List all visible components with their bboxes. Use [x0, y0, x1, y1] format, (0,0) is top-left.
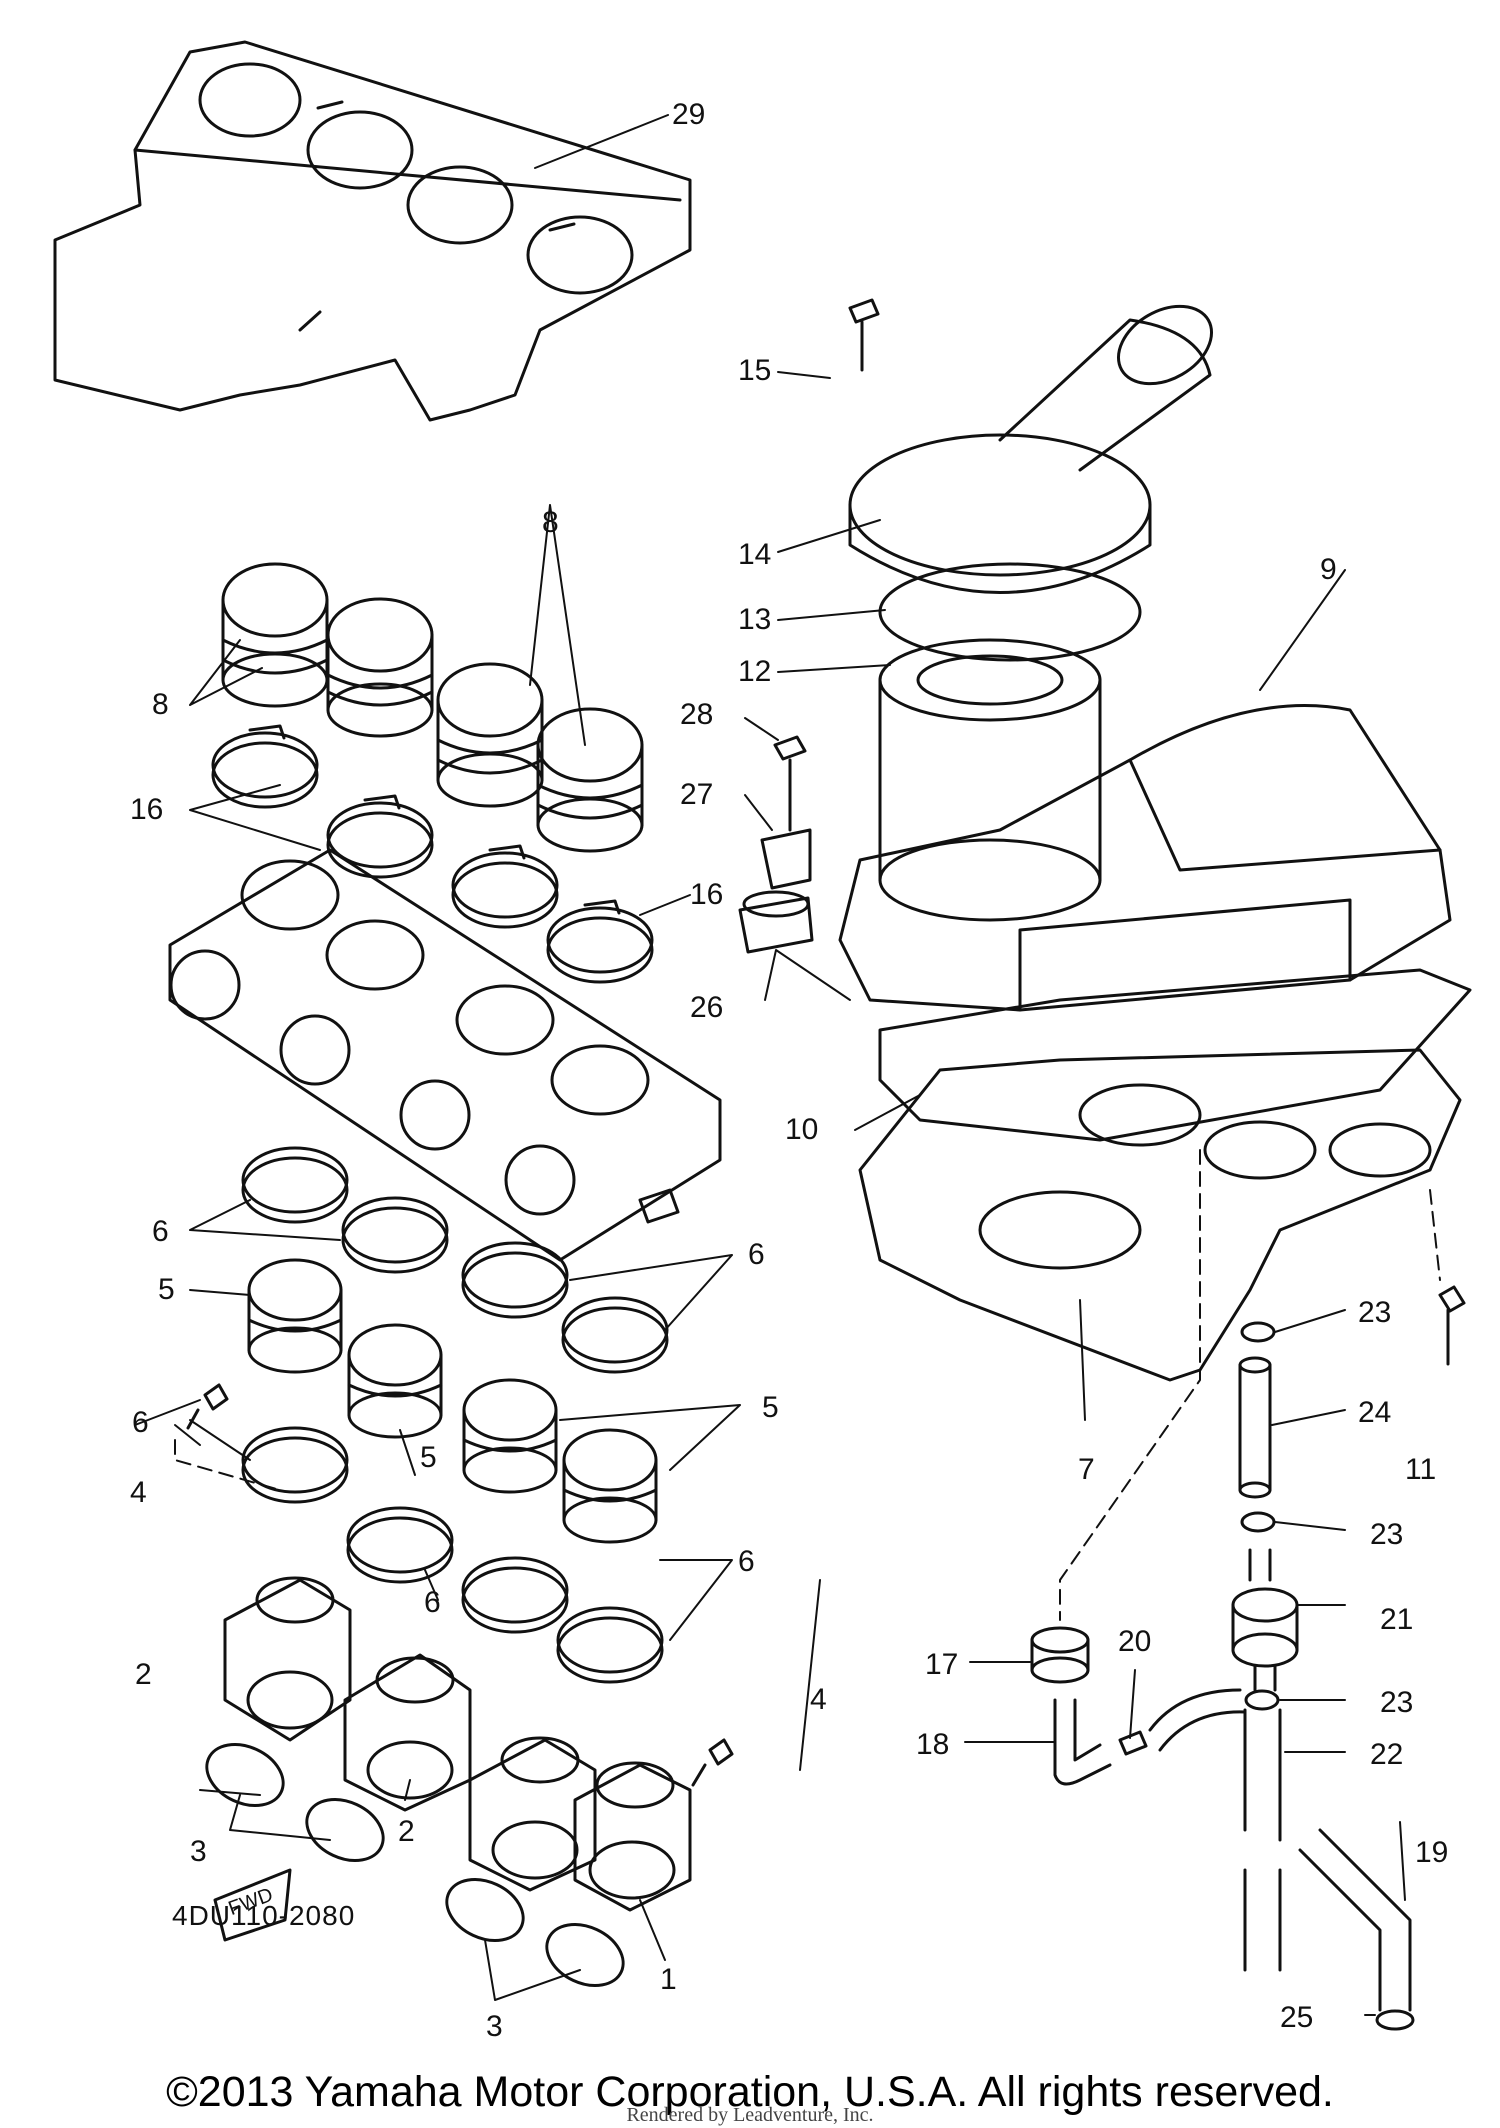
label-5-b: 5 — [762, 1391, 779, 1424]
copyright-notice: ©2013 Yamaha Motor Corporation, U.S.A. A… — [166, 2068, 1334, 2116]
gasket-10 — [878, 968, 1472, 1142]
hose-lower — [1243, 1868, 1282, 1972]
label-24: 24 — [1358, 1396, 1392, 1429]
label-23-b: 23 — [1370, 1518, 1404, 1551]
label-23-a: 23 — [1358, 1296, 1392, 1329]
label-26: 26 — [690, 991, 724, 1024]
hose-19 — [1298, 1828, 1412, 2012]
clip-23c — [1244, 1689, 1280, 1711]
joints-5 — [247, 1258, 658, 1544]
label-29: 29 — [672, 98, 706, 131]
label-16-left: 16 — [130, 793, 164, 826]
gaskets-3 — [205, 1743, 625, 1987]
label-4-a: 4 — [130, 1476, 147, 1509]
screw-11 — [1438, 1285, 1466, 1366]
label-6-d: 6 — [424, 1586, 441, 1619]
carburetor-assembly — [168, 848, 722, 1262]
hose-elbow — [1148, 1688, 1247, 1752]
label-17: 17 — [925, 1648, 959, 1681]
label-6-e: 6 — [738, 1545, 755, 1578]
label-23-c: 23 — [1380, 1686, 1414, 1719]
filter-element-12 — [878, 638, 1102, 922]
label-21: 21 — [1380, 1603, 1414, 1636]
clip-23a — [1240, 1321, 1276, 1343]
label-2-b: 2 — [398, 1815, 415, 1848]
hose-24 — [1238, 1363, 1272, 1492]
collar-27 — [760, 828, 812, 890]
label-20: 20 — [1118, 1625, 1152, 1658]
bolt-28 — [773, 735, 807, 832]
screws-4 — [186, 1383, 734, 1787]
air-box-upper-9 — [838, 704, 1452, 1012]
clip-25 — [1375, 2009, 1415, 2031]
label-2-a: 2 — [135, 1658, 152, 1691]
label-4-b: 4 — [810, 1683, 827, 1716]
grommet-26 — [738, 890, 814, 954]
label-6-b: 6 — [748, 1238, 765, 1271]
label-18: 18 — [916, 1728, 950, 1761]
label-16-right: 16 — [690, 878, 724, 911]
label-1: 1 — [660, 1963, 677, 1996]
label-25: 25 — [1280, 2001, 1314, 2034]
label-19: 19 — [1415, 1836, 1449, 1869]
label-22: 22 — [1370, 1738, 1404, 1771]
hose-22 — [1243, 1708, 1282, 1842]
screw-15 — [848, 298, 880, 372]
label-11: 11 — [1405, 1453, 1437, 1486]
label-5-c: 5 — [420, 1441, 437, 1474]
clamps-16 — [211, 724, 654, 984]
label-12: 12 — [738, 655, 772, 688]
label-3-b: 3 — [486, 2010, 503, 2043]
label-13: 13 — [738, 603, 772, 636]
label-10: 10 — [785, 1113, 819, 1146]
label-28: 28 — [680, 698, 714, 731]
label-15: 15 — [738, 354, 772, 387]
label-5-a: 5 — [158, 1273, 175, 1306]
cover-plate-29 — [53, 40, 692, 422]
fuel-filter-21 — [1231, 1548, 1299, 1692]
elbow-18 — [1053, 1698, 1112, 1786]
label-7: 7 — [1078, 1453, 1095, 1486]
label-8-right: 8 — [542, 506, 559, 539]
o-ring-13 — [878, 562, 1142, 662]
filter-cap-14 — [848, 304, 1214, 594]
part-code: 4DU110-2080 — [172, 1900, 356, 1931]
label-9: 9 — [1320, 553, 1337, 586]
label-8-left: 8 — [152, 688, 169, 721]
clip-20 — [1118, 1730, 1148, 1756]
manifolds-2 — [223, 1576, 692, 1912]
label-27: 27 — [680, 778, 714, 811]
cap-17 — [1030, 1626, 1090, 1684]
clip-23b — [1240, 1511, 1276, 1533]
label-14: 14 — [738, 538, 772, 571]
label-6-a: 6 — [152, 1215, 169, 1248]
label-6-c: 6 — [132, 1406, 149, 1439]
joints-8 — [221, 562, 644, 853]
clamps-6 — [241, 1146, 669, 1684]
label-3-a: 3 — [190, 1835, 207, 1868]
render-watermark: Rendered by Leadventure, Inc. — [626, 2104, 874, 2126]
fwd-arrow-icon — [213, 1868, 292, 1942]
air-box-lower-7 — [858, 1048, 1462, 1382]
